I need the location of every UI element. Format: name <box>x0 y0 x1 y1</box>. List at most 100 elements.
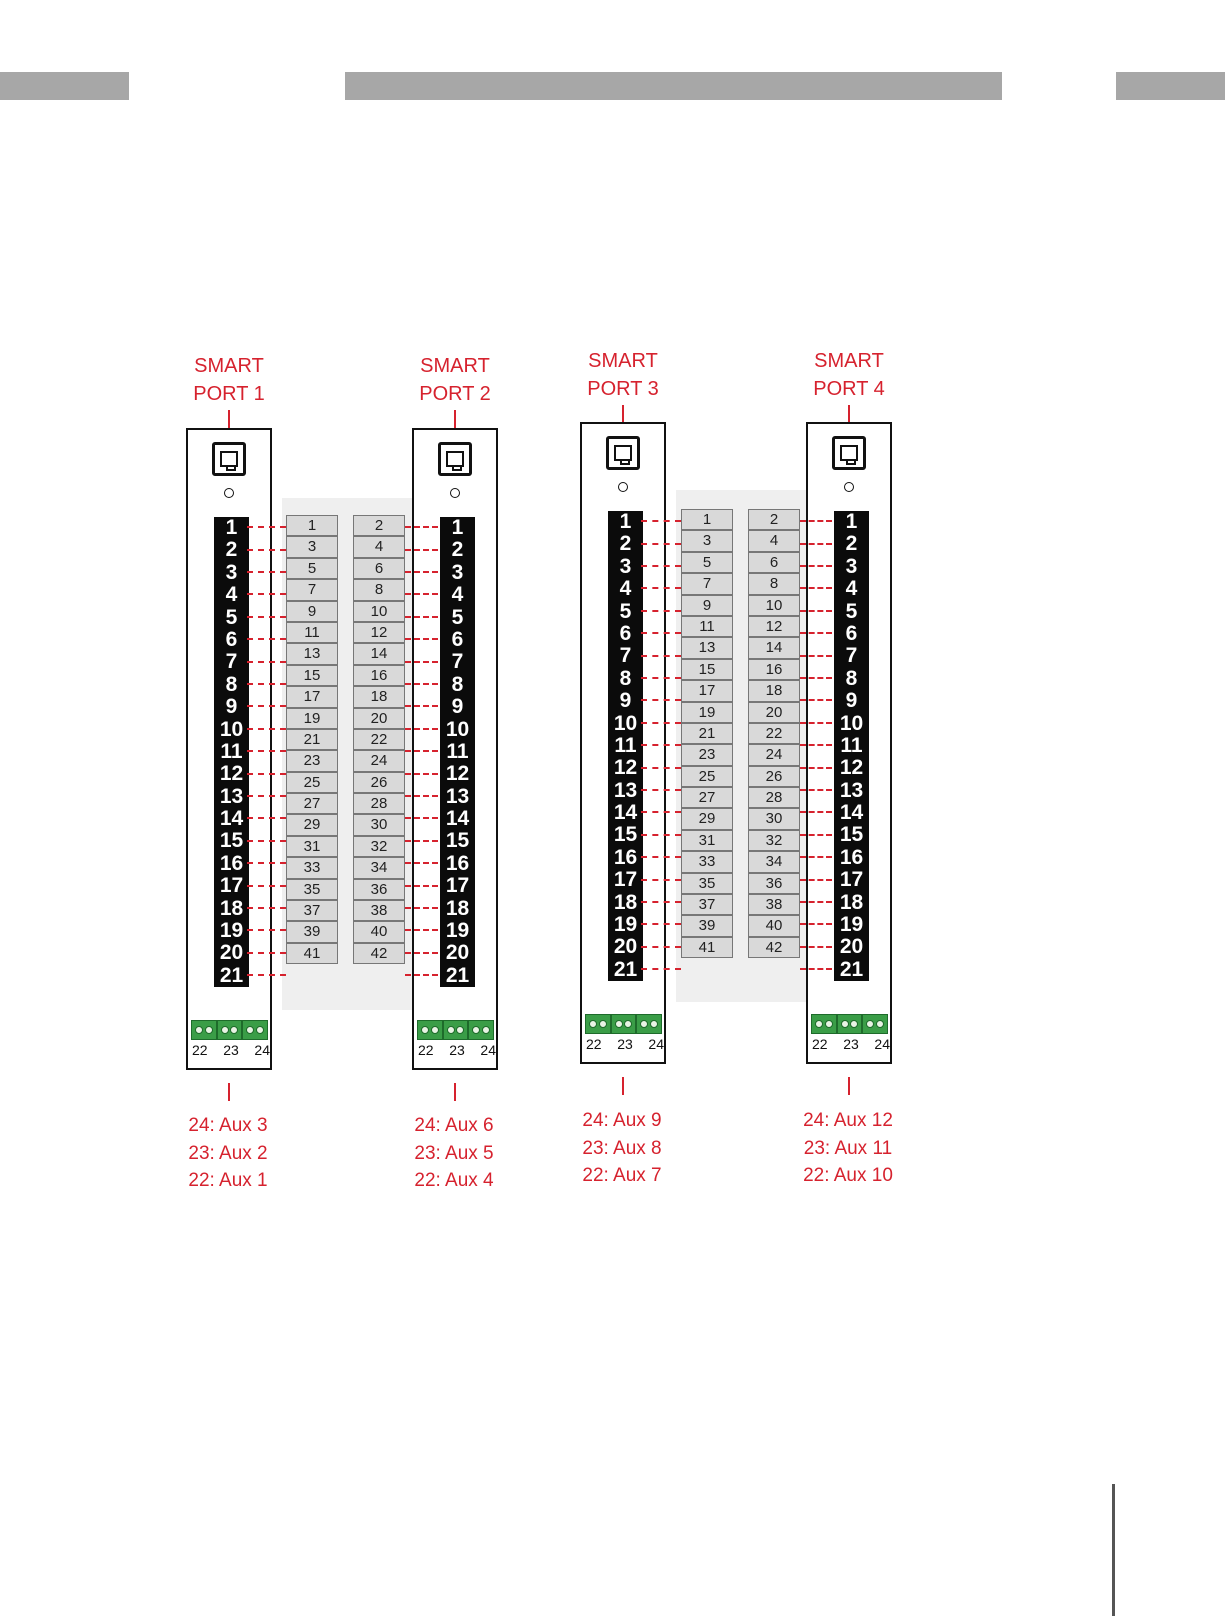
pin-number: 2 <box>834 533 869 556</box>
pin-number: 11 <box>214 740 249 764</box>
status-led-icon <box>450 488 460 498</box>
terminal-block <box>585 1014 663 1034</box>
pin-number: 11 <box>440 740 475 764</box>
pin-connector-line <box>405 929 438 932</box>
pin-number: 14 <box>608 801 643 825</box>
aux-label: 22: Aux 7 <box>582 1165 662 1186</box>
pin-connector-line <box>641 744 681 747</box>
conductor-cell: 7 <box>681 573 733 595</box>
pin-number: 4 <box>608 577 643 601</box>
pin-connector-line <box>247 638 286 641</box>
conductor-cell: 23 <box>681 744 733 766</box>
pin-connector-line <box>247 526 286 529</box>
header-bar-center <box>345 72 1002 100</box>
conductor-cell: 39 <box>286 921 338 943</box>
pin-connector-line <box>247 862 286 865</box>
conductor-cell: 6 <box>748 551 800 574</box>
conductor-cell: 20 <box>748 701 800 723</box>
terminal-block <box>811 1014 889 1034</box>
port-label-line1: SMART <box>814 350 884 372</box>
pin-number: 7 <box>214 651 249 674</box>
conductor-cell: 1 <box>681 509 733 531</box>
screw-dot <box>456 1026 465 1034</box>
pin-connector-line <box>800 744 832 747</box>
terminal-screw <box>610 1014 637 1034</box>
aux-label: 23: Aux 5 <box>414 1142 494 1164</box>
pin-connector-line <box>247 974 286 977</box>
pin-number: 18 <box>834 891 869 915</box>
pin-connector-line <box>800 609 832 612</box>
pin-number: 6 <box>608 622 643 646</box>
pin-number: 15 <box>608 824 643 847</box>
pin-connector-line <box>641 856 681 859</box>
pin-number: 20 <box>608 936 643 959</box>
screw-dot <box>194 1026 203 1034</box>
pin-number: 3 <box>834 555 869 579</box>
terminal-screw <box>417 1020 443 1040</box>
pin-connector-line <box>800 789 832 791</box>
pin-number: 14 <box>440 807 475 831</box>
terminal-screw <box>242 1020 269 1040</box>
conductor-cell: 37 <box>286 900 338 922</box>
pin-connector-line <box>641 811 681 814</box>
pin-number: 6 <box>440 628 475 652</box>
header-bar-right <box>1116 72 1225 100</box>
conductor-cell: 24 <box>748 744 800 766</box>
screw-dot <box>876 1020 885 1028</box>
aux-label: 22: Aux 4 <box>414 1170 494 1191</box>
terminal-number: 23 <box>617 1036 633 1052</box>
pin-connector-line <box>247 772 286 775</box>
terminal-block <box>417 1020 495 1040</box>
terminal-screw <box>468 1020 495 1040</box>
pin-connector-line <box>247 615 286 618</box>
conductor-cell: 9 <box>286 600 338 622</box>
screw-dot <box>430 1026 439 1034</box>
conductor-cell: 8 <box>748 573 800 595</box>
pin-connector-line <box>405 839 438 842</box>
screw-dot <box>220 1026 229 1034</box>
pin-number: 13 <box>214 785 249 809</box>
port-label-leader <box>228 410 230 428</box>
pin-number: 7 <box>440 651 475 674</box>
terminal-number: 22 <box>812 1036 828 1052</box>
ethernet-port-socket <box>220 451 238 471</box>
screw-dot <box>640 1020 649 1028</box>
pin-connector-line <box>405 907 438 909</box>
conductor-cell: 4 <box>748 530 800 552</box>
conductor-cell: 18 <box>748 680 800 702</box>
conductor-cell: 5 <box>286 557 338 580</box>
pin-number: 8 <box>214 673 249 697</box>
conductor-cell: 16 <box>748 658 800 681</box>
pin-connector-line <box>247 929 286 932</box>
pin-number: 2 <box>214 539 249 562</box>
pin-connector-line <box>800 878 832 881</box>
pin-connector-line <box>800 721 832 724</box>
pin-number: 16 <box>834 846 869 870</box>
port-label-line2: PORT 1 <box>193 383 265 405</box>
pin-number: 17 <box>440 875 475 898</box>
pin-connector-line <box>800 923 832 926</box>
conductor-cell: 14 <box>353 643 405 665</box>
pin-connector-line <box>247 817 286 820</box>
footer-rule <box>1112 1484 1115 1616</box>
screw-dot <box>814 1020 823 1028</box>
pin-connector-line <box>405 548 438 551</box>
conductor-cell: 27 <box>286 793 338 815</box>
screw-dot <box>420 1026 429 1034</box>
pin-number: 18 <box>608 891 643 915</box>
pin-number: 10 <box>608 712 643 735</box>
pin-number: 21 <box>440 964 475 988</box>
pin-connector-line <box>247 750 286 753</box>
aux-label: 22: Aux 1 <box>188 1170 268 1191</box>
conductor-cell: 11 <box>681 615 733 638</box>
pin-connector-line <box>641 923 681 926</box>
conductor-cell: 15 <box>286 664 338 687</box>
